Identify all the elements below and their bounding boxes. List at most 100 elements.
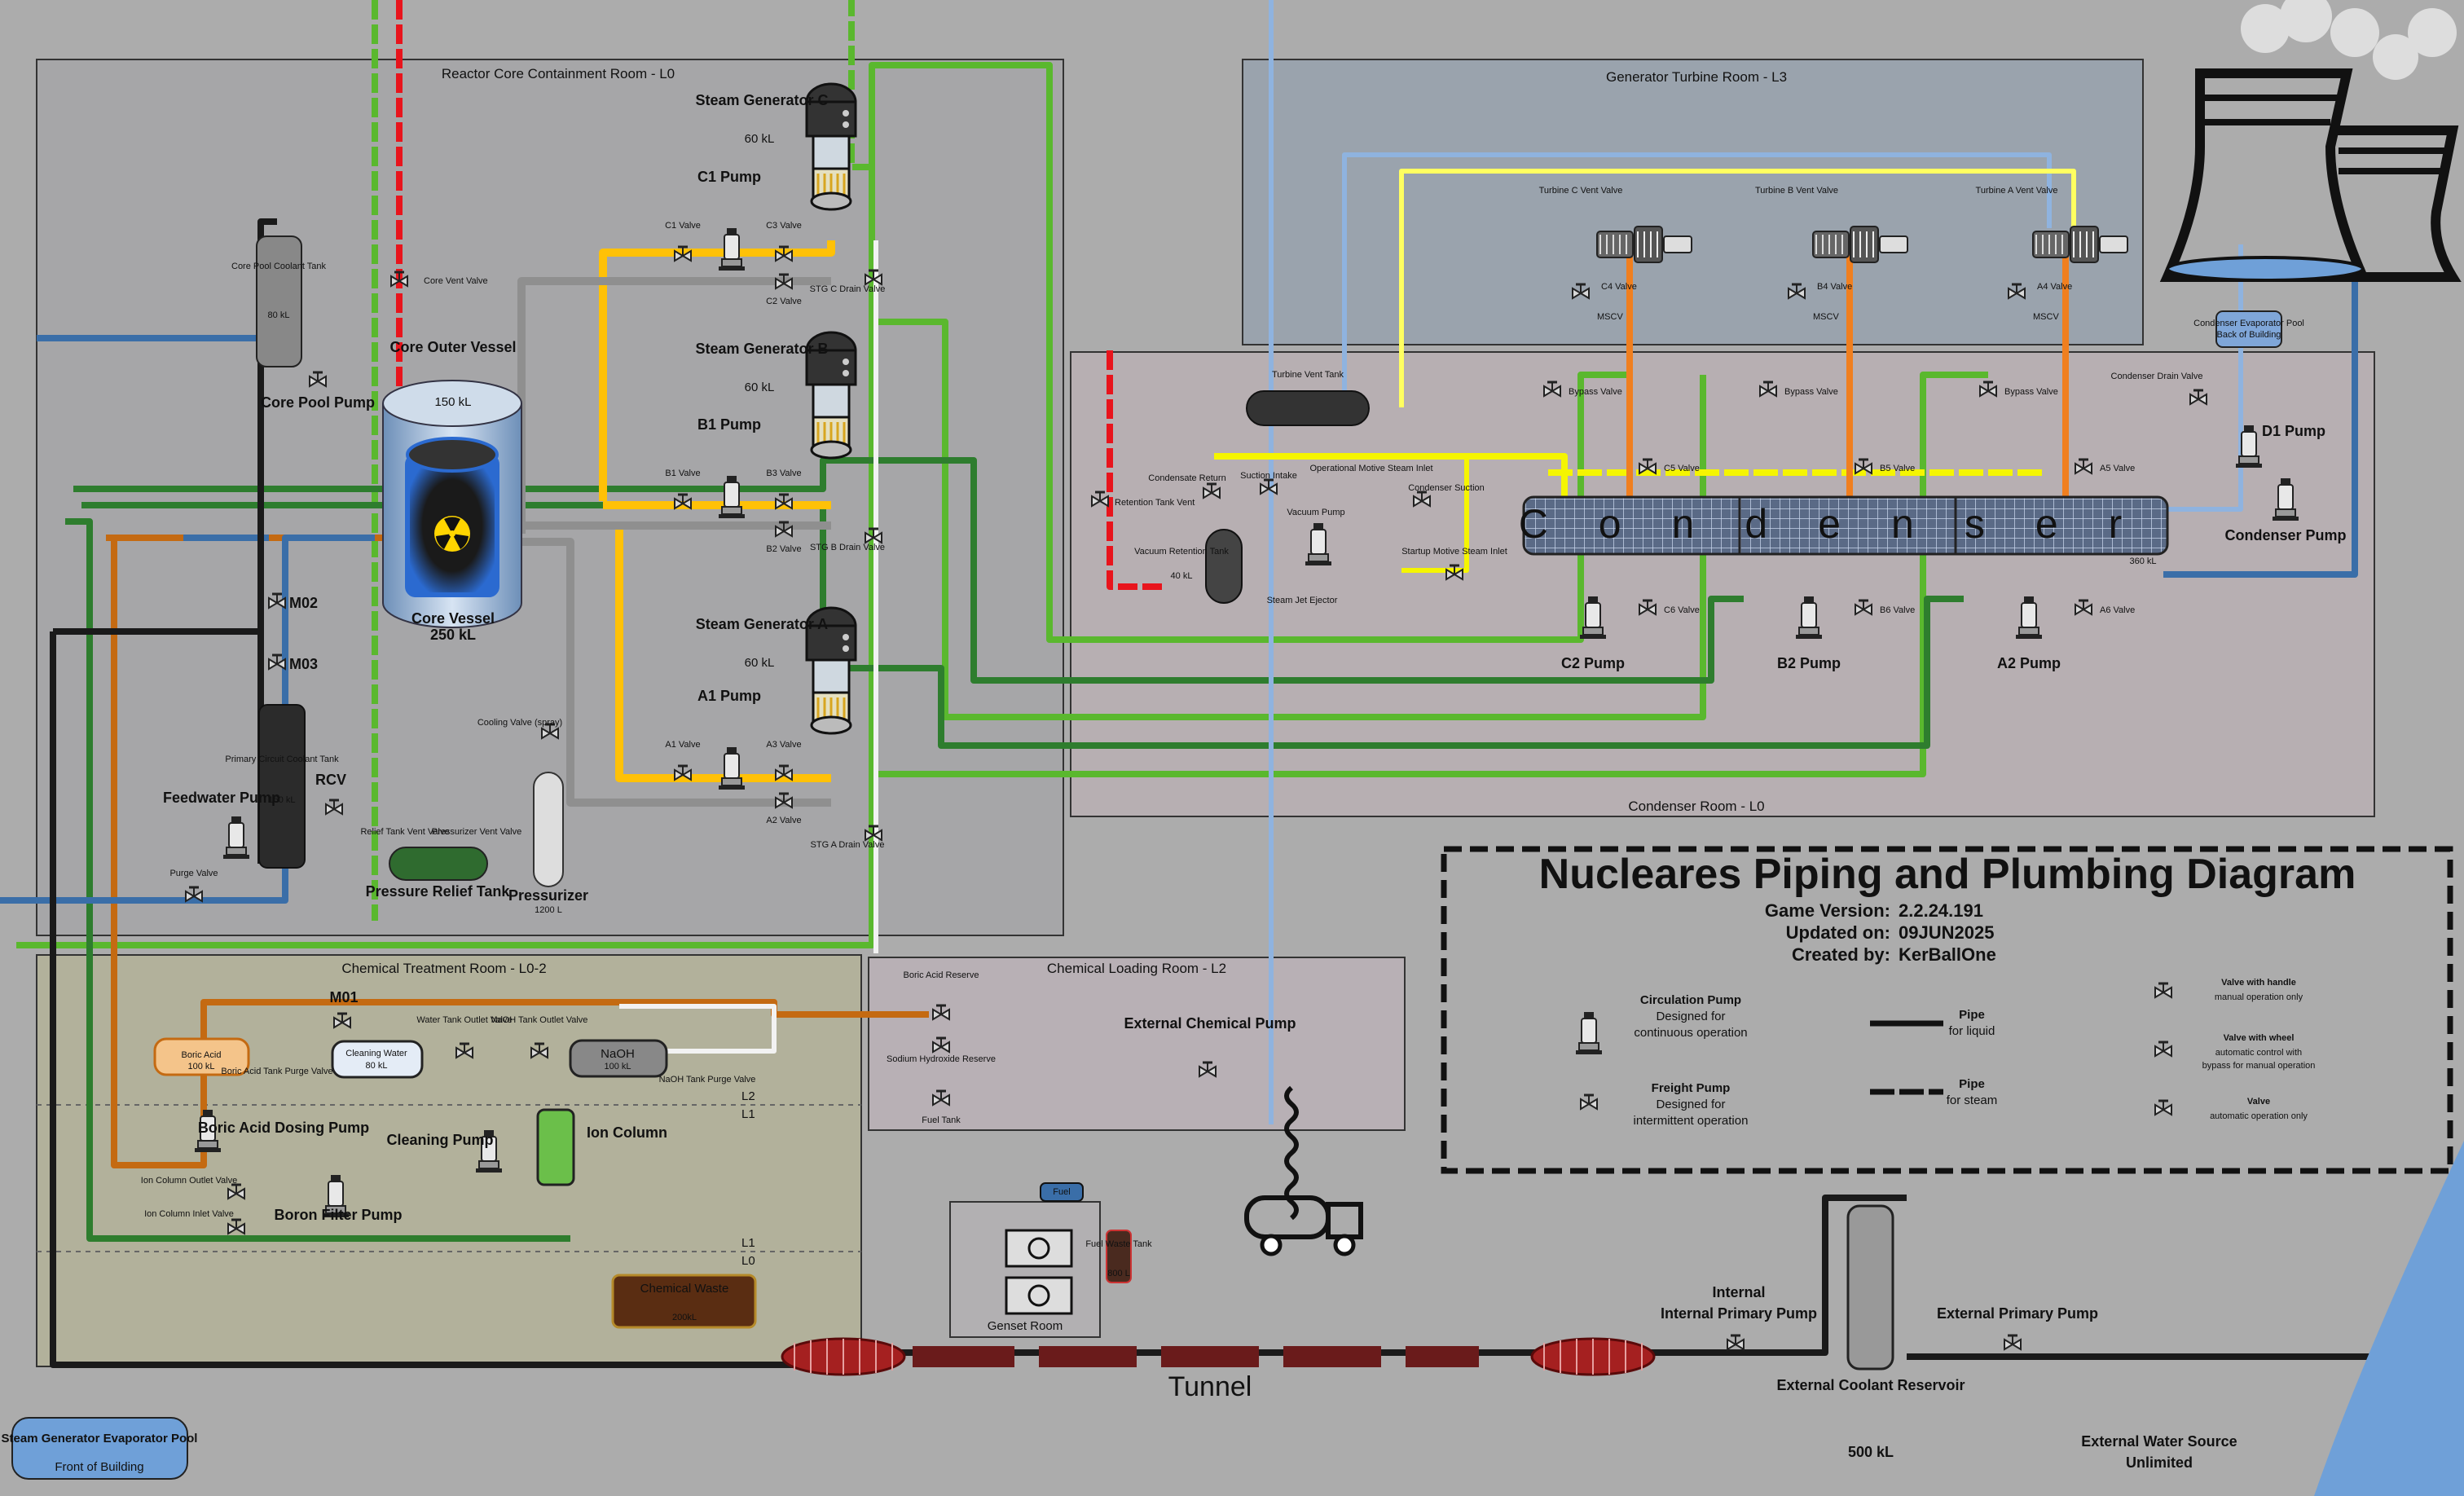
room-genset-label: Genset Room bbox=[988, 1319, 1063, 1333]
vacuum-retention-tank bbox=[1205, 529, 1243, 604]
sg-b-cap: 60 kL bbox=[745, 381, 775, 394]
valve-a1-label: A1 Valve bbox=[665, 740, 700, 750]
pressurizer-vent-label: Pressurizer Vent Valve bbox=[432, 827, 521, 837]
room-condenser-label: Condenser Room - L0 bbox=[1628, 799, 1764, 814]
sg-pool-label: Steam Generator Evaporator Pool bbox=[2, 1432, 198, 1445]
evap-pool-sub: Back of Building bbox=[2217, 330, 2281, 340]
legend-valve-wheel-icon bbox=[2154, 1041, 2173, 1058]
legend-valve-handle-desc: manual operation only bbox=[2215, 992, 2303, 1002]
title-meta: Game Version: 2.2.24.191 Updated on: 09J… bbox=[1765, 900, 1996, 965]
mscv-a-label: MSCV bbox=[2033, 312, 2059, 322]
boric-reserve-label: Boric Acid Reserve bbox=[904, 970, 979, 980]
valve-b1-label: B1 Valve bbox=[665, 469, 700, 478]
vacuum-pump-label: Vacuum Pump bbox=[1287, 508, 1344, 517]
legend-pipe-liquid-label: for liquid bbox=[1949, 1024, 1995, 1038]
naoh-tank bbox=[569, 1039, 668, 1078]
naoh-label: NaOH bbox=[601, 1047, 635, 1061]
source-sub: Unlimited bbox=[2126, 1454, 2193, 1471]
naoh-purge-label: NaOH Tank Purge Valve bbox=[659, 1075, 756, 1085]
room-chem-load-label: Chemical Loading Room - L2 bbox=[1047, 961, 1226, 976]
level-l1: L1 bbox=[741, 1107, 755, 1121]
sg-a-label: Steam Generator A bbox=[696, 616, 828, 632]
tunnel bbox=[781, 1337, 1656, 1376]
legend-pipe-steam-label: for steam bbox=[1947, 1093, 1998, 1107]
legend-valve-wheel-label: Valve with wheel bbox=[2224, 1033, 2295, 1043]
vacuum-tank-label: Vacuum Retention Tank bbox=[1134, 547, 1229, 557]
m01-label: M01 bbox=[329, 989, 358, 1005]
valve-b3-label: B3 Valve bbox=[766, 469, 801, 478]
purge-valve-label: Purge Valve bbox=[169, 869, 218, 878]
sg-evap-pool bbox=[11, 1417, 188, 1480]
legend-valve-handle-label: Valve with handle bbox=[2221, 978, 2296, 988]
evap-pool bbox=[2215, 310, 2282, 348]
legend-freight-desc2: intermittent operation bbox=[1634, 1114, 1749, 1128]
water-outlet-label: Water Tank Outlet Valve bbox=[416, 1015, 512, 1025]
room-turbine-label: Generator Turbine Room - L3 bbox=[1606, 69, 1787, 85]
sg-b-label: Steam Generator B bbox=[695, 341, 828, 357]
valve-a4-label: A4 Valve bbox=[2037, 282, 2072, 292]
room-chem-treat-label: Chemical Treatment Room - L0-2 bbox=[341, 961, 546, 976]
drain-a-label: STG A Drain Valve bbox=[811, 840, 885, 850]
legend-circ-pump-icon bbox=[1575, 1011, 1603, 1055]
fuel-waste-cap: 800 L bbox=[1107, 1269, 1130, 1278]
external-reservoir bbox=[1846, 1204, 1894, 1371]
reservoir-label: External Coolant Reservoir bbox=[1776, 1377, 1965, 1393]
primary-tank-capacity: 150 kL bbox=[268, 795, 295, 805]
pressurizer bbox=[533, 772, 564, 887]
valve-a2-label: A2 Valve bbox=[766, 816, 801, 825]
primary-tank-label: Primary Circuit Coolant Tank bbox=[225, 755, 339, 764]
cleaning-water-label: Cleaning Water bbox=[345, 1049, 407, 1058]
condenser-capacity: 360 kL bbox=[2129, 557, 2156, 566]
valve-a3-label: A3 Valve bbox=[766, 740, 801, 750]
internal-primary-pump[interactable] bbox=[1726, 1334, 1745, 1351]
waste-label: Chemical Waste bbox=[640, 1282, 729, 1296]
condensate-return-label: Condensate Return bbox=[1148, 473, 1225, 483]
legend-valve-wheel-desc2: bypass for manual operation bbox=[2202, 1061, 2316, 1071]
cleaning-cap: 80 kL bbox=[366, 1061, 388, 1071]
core-outer-capacity: 150 kL bbox=[434, 395, 471, 409]
m02-label: M02 bbox=[289, 595, 318, 611]
condenser-pump-label: Condenser Pump bbox=[2224, 527, 2346, 543]
ion-outlet-label: Ion Column Outlet Valve bbox=[141, 1176, 237, 1186]
turbine-vent-tank-label: Turbine Vent Tank bbox=[1272, 370, 1344, 380]
cleaning-water-tank bbox=[331, 1040, 424, 1079]
waste-cap: 200kL bbox=[672, 1313, 697, 1322]
suction-intake-label: Suction Intake bbox=[1240, 471, 1297, 481]
diagram-title: Nucleares Piping and Plumbing Diagram bbox=[1539, 851, 2356, 898]
condenser-word: Condenser bbox=[1519, 501, 2173, 547]
mscv-b-label: MSCV bbox=[1813, 312, 1839, 322]
room-genset: Genset Room bbox=[949, 1201, 1101, 1338]
legend-freight-desc1: Designed for bbox=[1656, 1098, 1725, 1111]
core-vent-valve-label: Core Vent Valve bbox=[424, 276, 488, 286]
svg-text:09JUN2025: 09JUN2025 bbox=[1899, 922, 1994, 943]
valve-b6-label: B6 Valve bbox=[1880, 605, 1915, 615]
chemical-waste-tank bbox=[611, 1274, 757, 1329]
pump-b1-label: B1 Pump bbox=[697, 416, 761, 433]
legend-circ-pump-label: Circulation Pump bbox=[1640, 993, 1741, 1007]
turbine-vent-tank bbox=[1246, 390, 1370, 426]
core-vessel-capacity: 250 kL bbox=[430, 627, 476, 643]
level-l2: L2 bbox=[741, 1089, 755, 1103]
valve-a5-label: A5 Valve bbox=[2100, 464, 2135, 473]
internal-pump-label: Internal Primary Pump bbox=[1661, 1305, 1817, 1322]
cooling-tower bbox=[2159, 0, 2462, 282]
legend-pipe2-label: Pipe bbox=[1959, 1077, 1985, 1091]
core-pool-tank-label: Core Pool Coolant Tank bbox=[231, 262, 326, 271]
external-primary-pump[interactable] bbox=[2003, 1334, 2022, 1351]
ion-column bbox=[536, 1108, 575, 1186]
valve-c4-label: C4 Valve bbox=[1601, 282, 1637, 292]
turbine-b-vent-label: Turbine B Vent Valve bbox=[1755, 186, 1838, 196]
boric-acid-tank bbox=[153, 1037, 250, 1076]
ejector-label: Steam Jet Ejector bbox=[1267, 596, 1338, 605]
valve-a6-label: A6 Valve bbox=[2100, 605, 2135, 615]
tunnel-label: Tunnel bbox=[1168, 1371, 1252, 1402]
ion-column-label: Ion Column bbox=[587, 1124, 667, 1141]
pressurizer-capacity: 1200 L bbox=[535, 905, 562, 915]
level-l1b: L1 bbox=[741, 1236, 755, 1250]
d1-pump-label: D1 Pump bbox=[2262, 423, 2325, 439]
evap-pool-label: Condenser Evaporator Pool bbox=[2193, 319, 2304, 328]
valve-b5-label: B5 Valve bbox=[1880, 464, 1915, 473]
level-l0: L0 bbox=[741, 1254, 755, 1268]
sg-c-cap: 60 kL bbox=[745, 132, 775, 146]
